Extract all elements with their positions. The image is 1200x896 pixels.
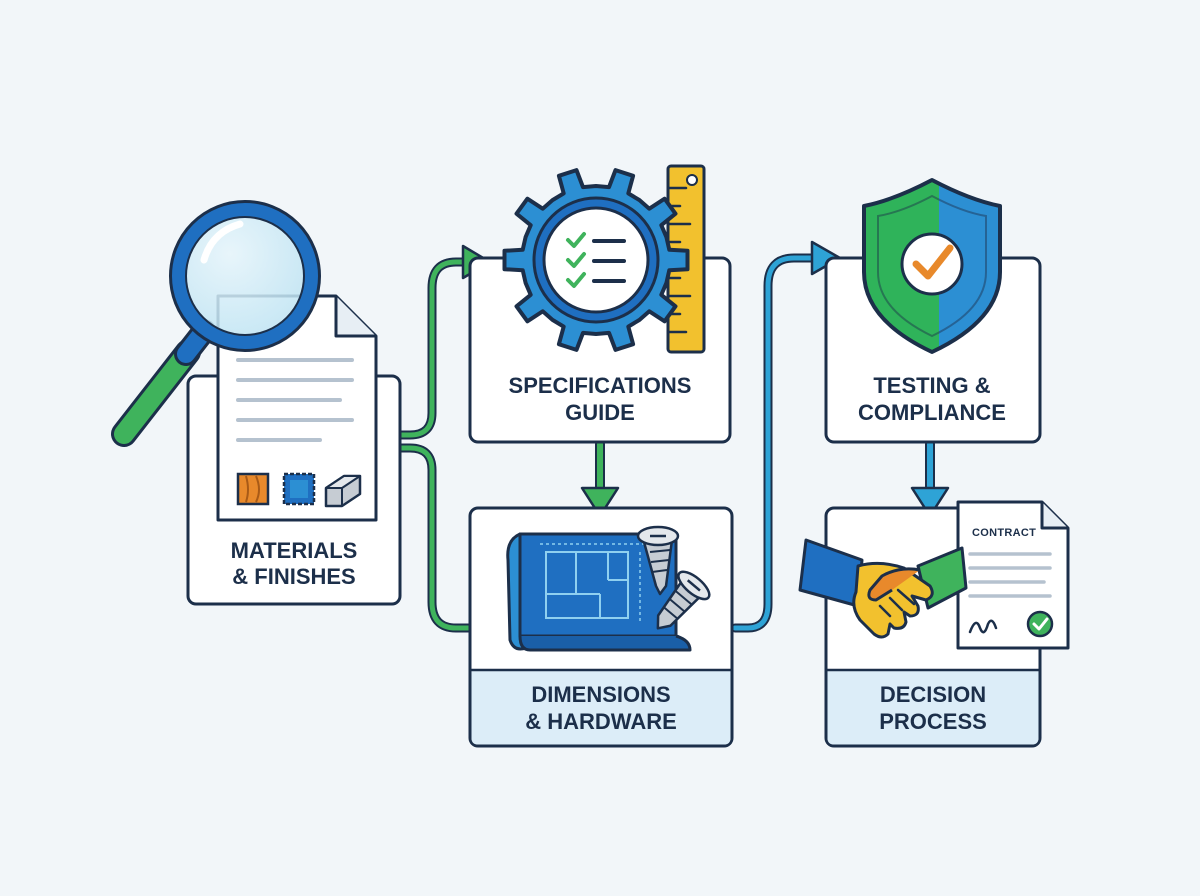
contract-title: CONTRACT [972, 527, 1036, 539]
arrow-down-icon [910, 486, 950, 518]
wood-swatch-icon [236, 472, 270, 506]
testing-label-line1: TESTING & [873, 373, 990, 398]
blueprint-icon [506, 532, 692, 652]
screw-icon [636, 525, 680, 596]
dimensions-label-line1: DIMENSIONS [531, 682, 670, 707]
contract-document-icon: CONTRACT [956, 500, 1070, 650]
signature-icon [968, 619, 998, 634]
arrow-down-icon [580, 486, 620, 518]
card-testing-compliance: TESTING & COMPLIANCE [824, 178, 1042, 444]
decision-label-line2: PROCESS [879, 709, 987, 734]
screw-icon [656, 570, 711, 630]
connector-materials-to-dimensions [373, 443, 475, 633]
shield-icon [862, 178, 1002, 354]
dimensions-label-line2: & HARDWARE [525, 709, 677, 734]
fabric-swatch-icon [282, 472, 316, 506]
card-decision-process: CONTRACT DECISION [798, 500, 1070, 748]
materials-label-line1: MATERIALS [231, 538, 358, 563]
check-badge-icon [1026, 610, 1054, 638]
testing-label-line2: COMPLIANCE [858, 400, 1006, 425]
document-icon [216, 294, 378, 522]
magnifier-icon [111, 200, 321, 447]
specifications-label-line2: GUIDE [565, 400, 635, 425]
metal-swatch-icon [324, 474, 362, 508]
specifications-label-line1: SPECIFICATIONS [509, 373, 692, 398]
materials-label-line2: & FINISHES [232, 564, 355, 589]
connector-dimensions-to-testing [730, 240, 842, 633]
connector-testing-to-decision [910, 439, 950, 518]
checklist-icon [542, 206, 650, 314]
card-specifications-guide: SPECIFICATIONS GUIDE [468, 164, 732, 444]
handshake-icon [798, 538, 968, 639]
card-dimensions-hardware: DIMENSIONS & HARDWARE [468, 506, 734, 748]
connector-specs-to-dimensions [580, 439, 620, 518]
card-materials-finishes: MATERIALS & FINISHES [111, 200, 402, 606]
decision-label-line1: DECISION [880, 682, 986, 707]
